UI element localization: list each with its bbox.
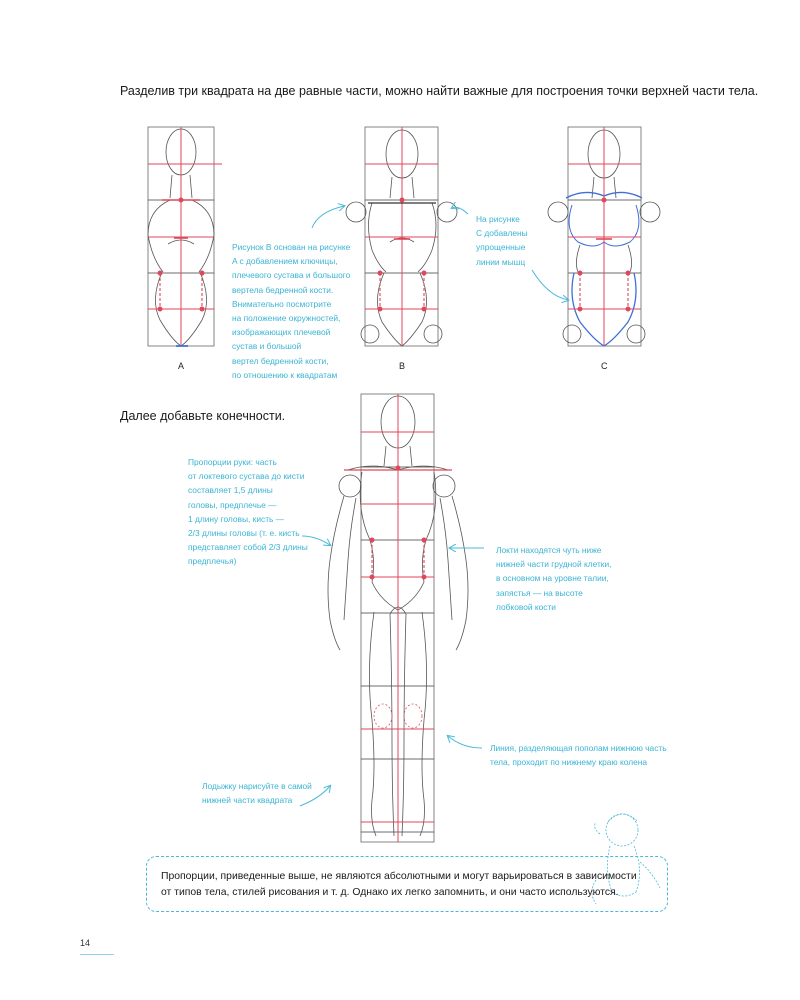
note-c-line: упрощенные	[476, 240, 528, 254]
note-arm-line: 1 длину головы, кисть —	[188, 512, 308, 526]
note-ankle-text: Лодыжку нарисуйте в самой	[202, 779, 312, 793]
note-b-line: плечевого сустава и большого	[232, 268, 350, 282]
note-elbow-line: лобковой кости	[496, 600, 611, 614]
figure-a-label: A	[178, 361, 184, 371]
note-knee-line: Линия, разделяющая пополам нижнюю часть …	[490, 741, 667, 769]
callout-line: от типов тела, стилей рисования и т. д. …	[161, 885, 637, 901]
note-b-line: Рисунок B основан на рисунке	[232, 240, 350, 254]
figure-c-drawing	[548, 127, 660, 346]
note-ankle-text: нижней части квадрата	[202, 793, 312, 807]
note-b-line: вертела бедренной кости.	[232, 283, 350, 297]
note-knee-text: Линия, разделяющая пополам нижнюю часть	[490, 741, 667, 755]
callout-text: Пропорции, приведенные выше, не являются…	[161, 869, 637, 901]
note-c-line: линии мышц	[476, 255, 528, 269]
note-arm-line: предплечья)	[188, 554, 308, 568]
full-figure-drawing	[328, 394, 468, 842]
figure-a-drawing	[148, 127, 222, 346]
note-elbow-line: нижней части грудной клетки,	[496, 557, 611, 571]
note-b-line: изображающих плечевой	[232, 325, 350, 339]
note-b-line: на положение окружностей,	[232, 311, 350, 325]
note-arm-proportions: Пропорции руки: часть от локтевого суста…	[188, 455, 308, 569]
note-elbows: Локти находятся чуть ниже нижней части г…	[496, 543, 611, 614]
note-arm-line: головы, предплечье —	[188, 498, 308, 512]
figure-c-label: C	[601, 361, 608, 371]
note-knee-text: тела, проходит по нижнему краю колена	[490, 755, 667, 769]
note-b-line: Внимательно посмотрите	[232, 297, 350, 311]
proportions-callout: Пропорции, приведенные выше, не являются…	[146, 856, 668, 912]
note-b-line: сустав и большой	[232, 339, 350, 353]
note-elbow-line: в основном на уровне талии,	[496, 571, 611, 585]
note-ankle: Лодыжку нарисуйте в самой нижней части к…	[202, 779, 312, 807]
note-figure-c: На рисунке C добавлены упрощенные линии …	[476, 212, 528, 269]
note-arm-line: представляет собой 2/3 длины	[188, 540, 308, 554]
page-number-rule	[80, 954, 114, 955]
note-b-line: вертел бедренной кости,	[232, 354, 350, 368]
note-arm-line: составляет 1,5 длины	[188, 483, 308, 497]
note-arm-line: Пропорции руки: часть	[188, 455, 308, 469]
note-elbow-line: Локти находятся чуть ниже	[496, 543, 611, 557]
figure-b-drawing	[346, 127, 457, 346]
page-number: 14	[80, 938, 90, 948]
note-figure-b: Рисунок B основан на рисунке A с добавле…	[232, 240, 350, 382]
note-b-line: A с добавлением ключицы,	[232, 254, 350, 268]
callout-line: Пропорции, приведенные выше, не являются…	[161, 869, 637, 885]
note-arm-line: от локтевого сустава до кисти	[188, 469, 308, 483]
note-c-line: На рисунке	[476, 212, 528, 226]
note-b-line: по отношению к квадратам	[232, 368, 350, 382]
note-arm-line: 2/3 длины головы (т. е. кисть	[188, 526, 308, 540]
note-elbow-line: запястья — на высоте	[496, 586, 611, 600]
note-c-line: C добавлены	[476, 226, 528, 240]
figure-b-label: B	[399, 361, 405, 371]
